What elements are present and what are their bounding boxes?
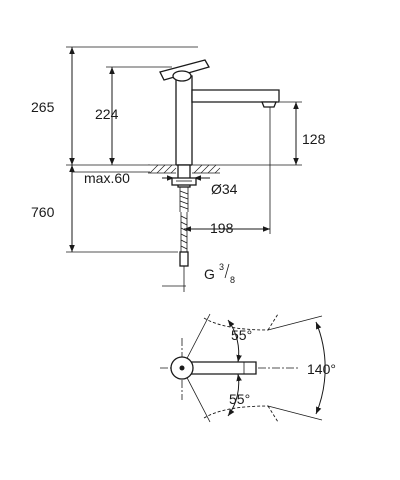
countertop <box>148 164 221 174</box>
thread-numerator: 3 <box>219 262 224 272</box>
body-center <box>179 365 185 371</box>
spout <box>191 89 280 103</box>
swivel-end-ticks <box>267 313 279 423</box>
thread-denominator: 8 <box>230 275 235 285</box>
below-deck-label: 760 <box>31 204 55 220</box>
upper-angle-arc <box>227 319 242 363</box>
overall-height-label: 265 <box>31 99 55 115</box>
flexible-hose <box>179 212 189 292</box>
side-elevation-view: 265 224 128 max.60 Ø34 760 198 G 3 8 <box>31 46 326 292</box>
lower-angle-label: 55° <box>229 391 250 407</box>
swivel-angle-label: 140° <box>307 361 336 377</box>
max-deck-label: max.60 <box>84 170 130 186</box>
mounting-nut <box>171 177 197 186</box>
lever-handle <box>159 59 210 81</box>
upper-angle-label: 55° <box>231 327 252 343</box>
spout-height-label: 224 <box>95 106 119 122</box>
top-view: 55° 55° 140° <box>160 313 336 423</box>
lower-angle-arc <box>227 373 242 417</box>
hole-diameter-label: Ø34 <box>211 181 238 197</box>
aerator <box>261 101 277 108</box>
connection-thread-label: G 3 8 <box>204 262 235 285</box>
spout-reach-label: 198 <box>210 220 234 236</box>
outlet-height-label: 128 <box>302 131 326 147</box>
swivel-angle-arc <box>315 321 326 415</box>
lower-swivel-path <box>203 405 269 419</box>
thread-type-label: G <box>204 266 215 282</box>
faucet-body <box>175 75 193 166</box>
handle-cap <box>172 70 192 82</box>
